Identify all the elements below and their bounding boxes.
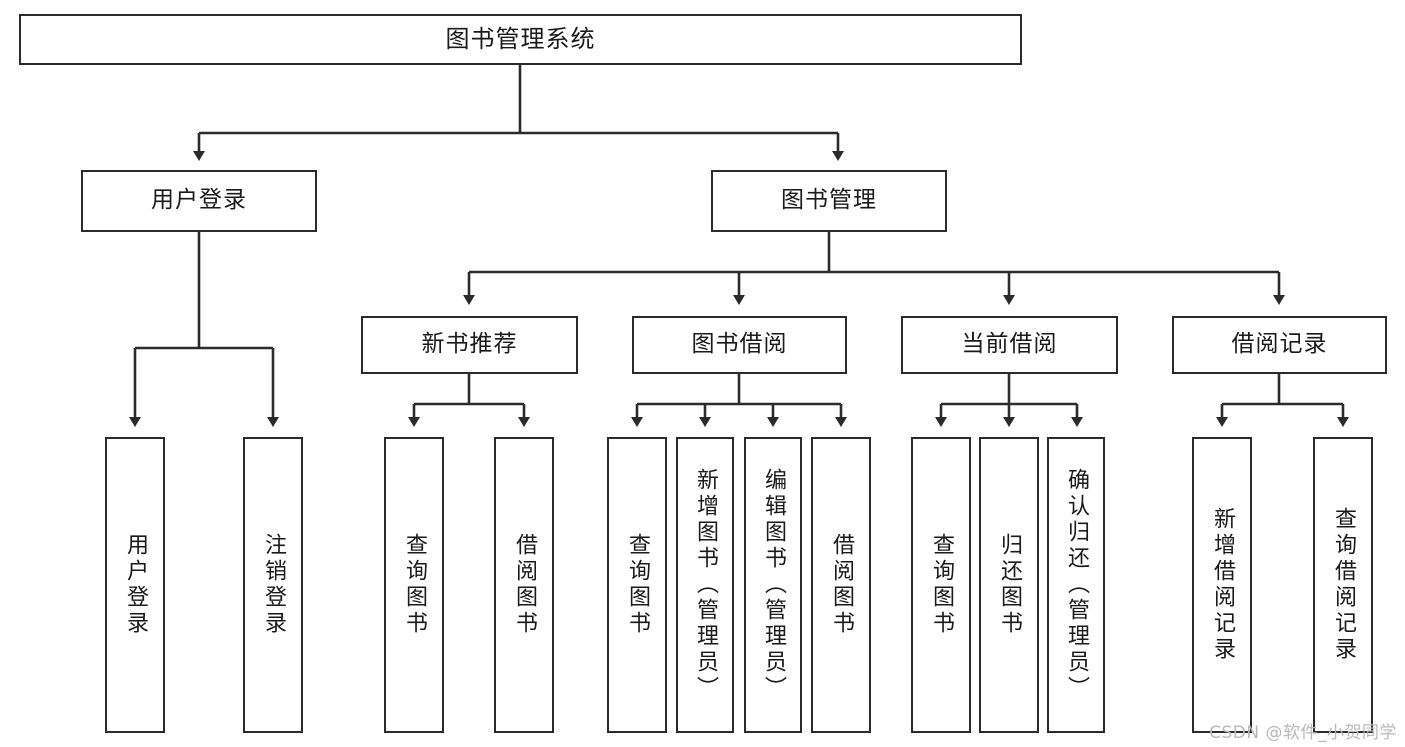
leaf-user-login[interactable]: 用户登录 (105, 437, 165, 733)
node-label: 借阅记录 (1231, 331, 1328, 358)
node-user-login[interactable]: 用户登录 (81, 170, 317, 232)
node-new-book-recommend[interactable]: 新书推荐 (361, 316, 578, 374)
node-current-borrow[interactable]: 当前借阅 (901, 316, 1118, 374)
node-label: 查询图书 (929, 533, 954, 637)
node-label: 查询图书 (625, 533, 650, 637)
leaf-borrow-book[interactable]: 借阅图书 (811, 437, 871, 733)
node-label: 归还图书 (997, 533, 1022, 637)
node-borrow-record[interactable]: 借阅记录 (1172, 316, 1387, 374)
node-label: 编辑图书（管理员） (761, 468, 786, 702)
leaf-add-borrow-record[interactable]: 新增借阅记录 (1192, 437, 1252, 733)
node-label: 用户登录 (151, 187, 247, 214)
leaf-edit-book-admin[interactable]: 编辑图书（管理员） (744, 437, 802, 733)
leaf-query-borrow-record[interactable]: 查询借阅记录 (1313, 437, 1373, 733)
node-label: 新书推荐 (421, 331, 518, 358)
node-label: 新增借阅记录 (1210, 507, 1235, 663)
node-label: 借阅图书 (829, 533, 854, 637)
node-label: 当前借阅 (961, 331, 1058, 358)
leaf-query-book-recommend[interactable]: 查询图书 (384, 437, 444, 733)
leaf-query-book-current[interactable]: 查询图书 (911, 437, 971, 733)
node-root-system[interactable]: 图书管理系统 (19, 14, 1022, 65)
node-label: 图书管理 (781, 187, 877, 214)
node-label: 注销登录 (261, 533, 286, 637)
node-label: 查询借阅记录 (1331, 507, 1356, 663)
node-book-management[interactable]: 图书管理 (711, 170, 947, 232)
node-label: 用户登录 (123, 533, 148, 637)
leaf-add-book-admin[interactable]: 新增图书（管理员） (676, 437, 734, 733)
node-label: 新增图书（管理员） (693, 468, 718, 702)
leaf-borrow-book-recommend[interactable]: 借阅图书 (494, 437, 554, 733)
node-book-borrow[interactable]: 图书借阅 (632, 316, 847, 374)
leaf-query-book-borrow[interactable]: 查询图书 (607, 437, 667, 733)
leaf-logout-login[interactable]: 注销登录 (243, 437, 303, 733)
node-label: 图书管理系统 (445, 25, 596, 54)
node-label: 查询图书 (402, 533, 427, 637)
leaf-confirm-return-admin[interactable]: 确认归还（管理员） (1047, 437, 1105, 733)
node-label: 借阅图书 (512, 533, 537, 637)
node-label: 图书借阅 (691, 331, 788, 358)
watermark-text: CSDN @软件_小贺同学 (1209, 723, 1397, 743)
leaf-return-book[interactable]: 归还图书 (979, 437, 1039, 733)
node-label: 确认归还（管理员） (1064, 468, 1089, 702)
